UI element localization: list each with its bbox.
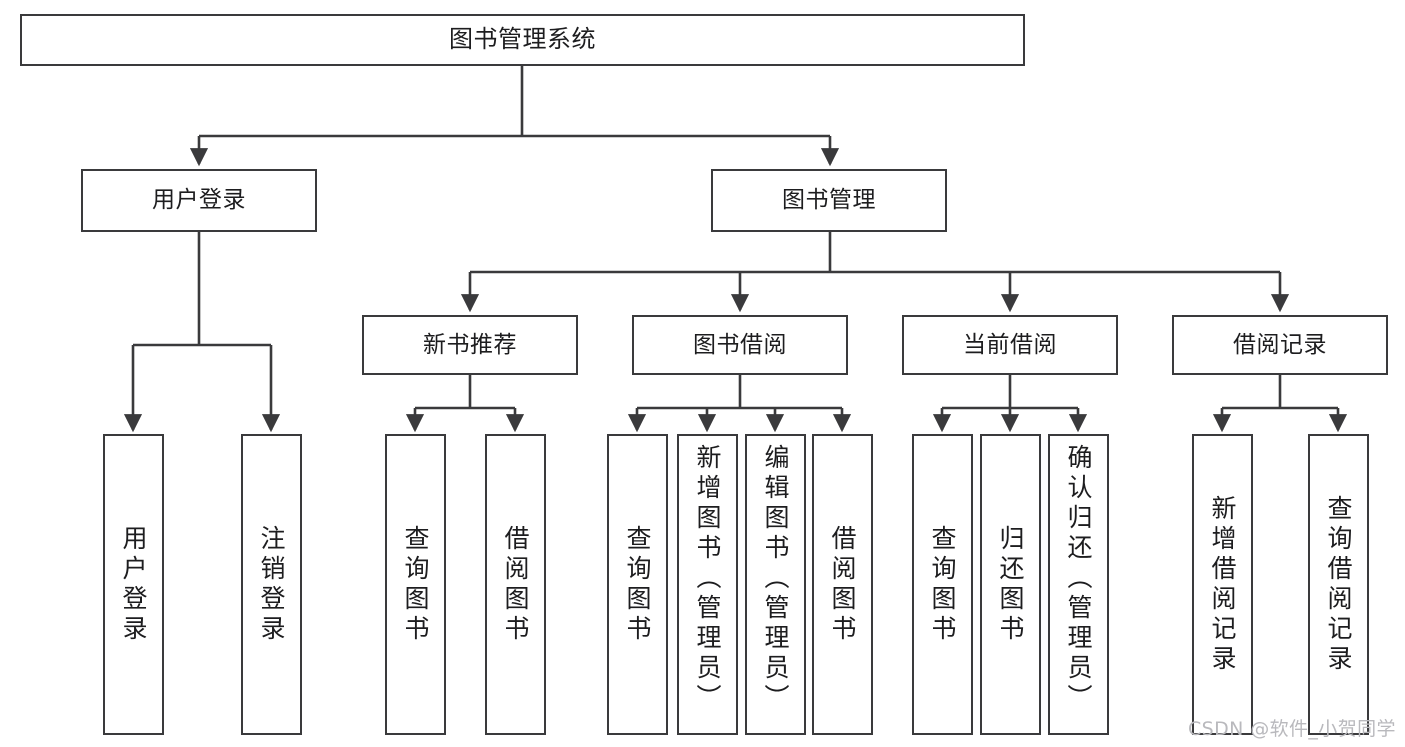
leaf-edit-book-admin[interactable]: 编辑图书（管理员） <box>745 434 806 735</box>
leaf-borrow-book-new-book[interactable]: 借阅图书 <box>485 434 546 735</box>
leaf-query-book-new-book[interactable]: 查询图书 <box>385 434 446 735</box>
node-label: 查询借阅记录 <box>1324 494 1353 675</box>
node-user-login[interactable]: 用户登录 <box>81 169 317 232</box>
node-label: 借阅记录 <box>1233 331 1327 358</box>
node-book-borrow[interactable]: 图书借阅 <box>632 315 848 375</box>
node-label: 用户登录 <box>152 187 246 214</box>
leaf-logout-login[interactable]: 注销登录 <box>241 434 302 735</box>
node-label: 借阅图书 <box>501 524 530 645</box>
leaf-add-borrow-record[interactable]: 新增借阅记录 <box>1192 434 1253 735</box>
node-label: 归还图书 <box>996 524 1025 645</box>
node-label: 用户登录 <box>119 524 148 645</box>
node-label: 编辑图书（管理员） <box>761 444 790 714</box>
leaf-add-book-admin[interactable]: 新增图书（管理员） <box>677 434 738 735</box>
node-current-borrow[interactable]: 当前借阅 <box>902 315 1118 375</box>
node-label: 新增图书（管理员） <box>693 444 722 714</box>
leaf-query-book-borrow[interactable]: 查询图书 <box>607 434 668 735</box>
node-label: 注销登录 <box>257 524 286 645</box>
leaf-query-borrow-record[interactable]: 查询借阅记录 <box>1308 434 1369 735</box>
node-borrow-record[interactable]: 借阅记录 <box>1172 315 1388 375</box>
node-label: 查询图书 <box>928 524 957 645</box>
leaf-borrow-book-borrow[interactable]: 借阅图书 <box>812 434 873 735</box>
node-new-book-recommend[interactable]: 新书推荐 <box>362 315 578 375</box>
csdn-watermark: CSDN @软件_小贺同学 <box>1188 718 1396 740</box>
node-label: 借阅图书 <box>828 524 857 645</box>
node-label: 查询图书 <box>401 524 430 645</box>
leaf-confirm-return-admin[interactable]: 确认归还（管理员） <box>1048 434 1109 735</box>
node-label: 当前借阅 <box>963 331 1057 358</box>
node-book-manage[interactable]: 图书管理 <box>711 169 947 232</box>
node-label: 新书推荐 <box>423 331 517 358</box>
leaf-query-book-current[interactable]: 查询图书 <box>912 434 973 735</box>
node-label: 新增借阅记录 <box>1208 494 1237 675</box>
node-label: 图书管理 <box>782 187 876 214</box>
leaf-user-login[interactable]: 用户登录 <box>103 434 164 735</box>
node-label: 确认归还（管理员） <box>1064 444 1093 714</box>
node-label: 图书借阅 <box>693 331 787 358</box>
node-label: 图书管理系统 <box>449 25 596 54</box>
node-root-book-management-system[interactable]: 图书管理系统 <box>20 14 1025 66</box>
leaf-return-book[interactable]: 归还图书 <box>980 434 1041 735</box>
node-label: 查询图书 <box>623 524 652 645</box>
